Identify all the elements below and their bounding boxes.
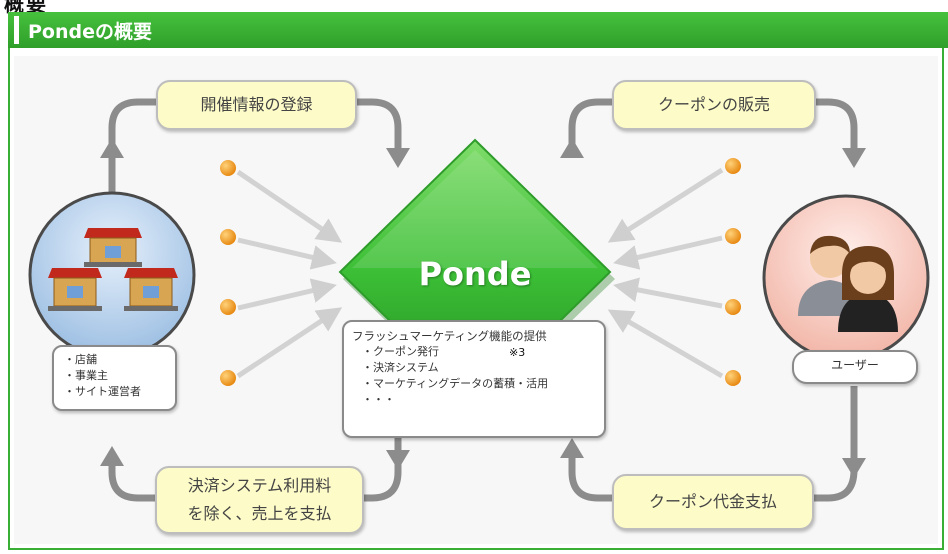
flow-line-pay-to-ponde (568, 455, 612, 502)
arrowhead-up-right-top (560, 138, 584, 158)
user-label: ユーザー (831, 358, 879, 372)
arrowhead-down-ponde-bottom (386, 450, 410, 470)
orange-dots (220, 158, 741, 386)
store-building-icon (124, 268, 178, 311)
arrow-left-3 (237, 278, 337, 311)
user-label-box: ユーザー (792, 350, 918, 384)
dot-left-3 (220, 299, 236, 315)
flow-line-ponde-to-sell (568, 98, 612, 152)
ponde-label: Ponde (418, 255, 532, 293)
feature-coupon: ・クーポン発行 (362, 345, 439, 358)
features-box: フラッシュマーケティング機能の提供 ・クーポン発行 ・決済システム ・マーケティ… (342, 320, 606, 438)
flow-line-sales-to-merchant (108, 455, 156, 502)
feature-ellipsis: ・・・ (362, 393, 395, 406)
feature-payment: ・決済システム (362, 361, 439, 374)
dot-left-1 (220, 160, 236, 176)
arrow-left-2 (237, 237, 337, 270)
arrowhead-down-user-bottom (842, 458, 866, 478)
register-event-label: 開催情報の登録 (200, 95, 313, 114)
arrow-right-1 (607, 167, 724, 243)
store-building-icon (48, 268, 102, 311)
woman-user-icon (838, 246, 898, 332)
sell-coupons-label: クーポンの販売 (657, 95, 770, 114)
header-accent-bar (14, 16, 19, 44)
flow-line-ponde-to-sales (362, 438, 402, 502)
feature-marketing-data: ・マーケティングデータの蓄積・活用 (362, 377, 549, 390)
dot-left-4 (220, 370, 236, 386)
pay-sales-line2: を除く、売上を支払 (187, 504, 332, 523)
merchant-types-box: ・店舗 ・事業主 ・サイト運営者 (52, 345, 177, 411)
arrow-right-2 (613, 235, 723, 270)
pay-coupon-label: クーポン代金支払 (648, 492, 777, 511)
features-title: フラッシュマーケティング機能の提供 (352, 329, 547, 343)
flow-line-user-to-pay (812, 386, 858, 502)
footnote-marker: ※3 (509, 346, 526, 359)
pay-coupon-box: クーポン代金支払 (612, 474, 814, 530)
arrowhead-down-ponde-top (386, 148, 410, 168)
flow-lines (108, 98, 858, 502)
arrowhead-up-left-bottom (100, 446, 124, 466)
merchant-type-site-operator: ・サイト運営者 (64, 385, 141, 398)
store-building-icon (84, 228, 142, 267)
flow-line-merchant-to-register (108, 98, 156, 198)
pay-sales-box: 決済システム利用料 を除く、売上を支払 (155, 466, 364, 534)
section-title: Pondeの概要 (28, 21, 152, 43)
arrow-left-1 (236, 169, 343, 243)
arrow-right-3 (613, 277, 723, 309)
dot-left-2 (220, 229, 236, 245)
dot-right-2 (725, 228, 741, 244)
dot-right-3 (725, 299, 741, 315)
user-circle (762, 194, 930, 362)
arrowhead-up-left-top (100, 138, 124, 158)
register-event-box: 開催情報の登録 (156, 80, 357, 130)
merchant-type-business: ・事業主 (64, 369, 108, 382)
arrow-left-4 (236, 307, 343, 379)
merchant-type-store: ・店舗 (64, 353, 97, 366)
section-header: Pondeの概要 (8, 12, 948, 48)
arrowhead-down-user-top (842, 148, 866, 168)
arrow-right-4 (607, 309, 724, 379)
pay-sales-line1: 決済システム利用料 (187, 476, 332, 495)
sell-coupons-box: クーポンの販売 (612, 80, 816, 130)
merchant-circle (28, 191, 196, 359)
flow-arrowheads (100, 138, 866, 478)
flow-line-sell-to-user (814, 98, 858, 150)
flow-line-register-to-ponde (355, 98, 402, 150)
arrowhead-up-right-bottom (560, 438, 584, 458)
converging-arrows (236, 167, 724, 379)
dot-right-1 (725, 158, 741, 174)
dot-right-4 (725, 370, 741, 386)
